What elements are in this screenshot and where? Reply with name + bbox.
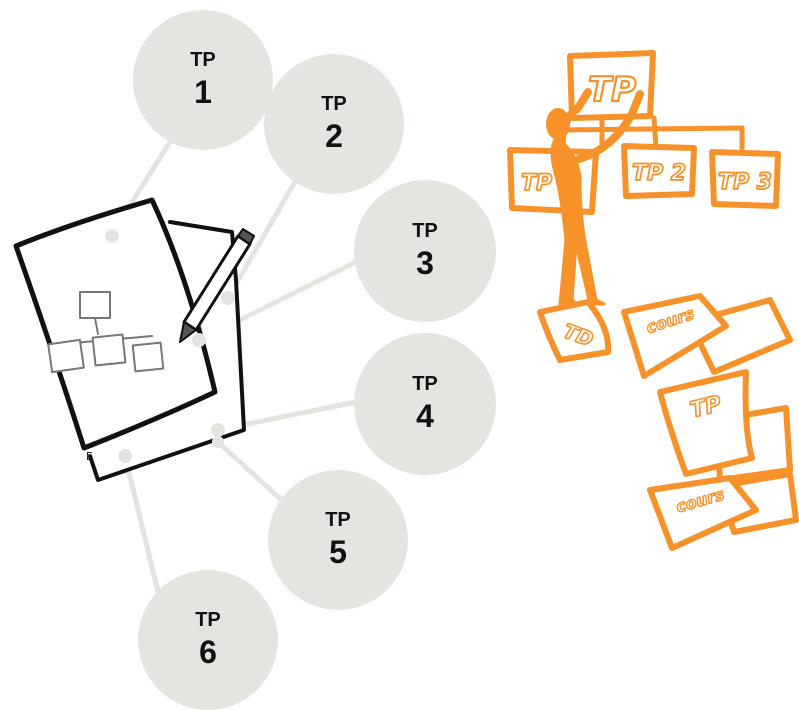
tp-bubble-2: TP 2 — [264, 54, 404, 194]
tp-bubble-3: TP 3 — [354, 180, 496, 322]
connector-tp6 — [125, 456, 160, 600]
sub-board-3: TP 3 — [712, 152, 778, 206]
tp-bubble-prefix: TP — [321, 93, 347, 115]
orange-figure-illustration: TP TP 1 TP 2 TP 3 TD — [510, 53, 796, 548]
paper-tp: TP — [660, 372, 790, 480]
tp-bubble-6: TP 6 — [138, 570, 278, 710]
tp-bubble-4: TP 4 — [354, 333, 496, 475]
tp-bubble-prefix: TP — [412, 373, 438, 395]
tp-bubble-number: 4 — [416, 399, 434, 434]
tp-bubble-prefix: TP — [412, 220, 438, 242]
tp-bubble-number: 6 — [199, 635, 217, 670]
connector-tp5 — [218, 442, 286, 504]
tp-bubble-number: 5 — [329, 535, 347, 570]
sub-board-2-label: TP 2 — [632, 161, 686, 186]
connector-dot — [212, 436, 224, 448]
connector-dot — [105, 229, 119, 243]
tp-bubble-5: TP 5 — [268, 470, 408, 610]
tp-bubble-prefix: TP — [195, 609, 221, 631]
sheet-mark: E — [86, 450, 93, 463]
connector-dot — [118, 449, 132, 463]
tp-bubble-number: 2 — [325, 119, 343, 154]
flow-box — [48, 340, 84, 372]
flow-box — [133, 343, 164, 372]
tp-bubble-number: 1 — [194, 75, 212, 110]
tp-bubble-prefix: TP — [190, 49, 216, 71]
main-board-label: TP — [588, 70, 636, 110]
tp-bubble-number: 3 — [416, 246, 434, 281]
paper-cours-1: cours — [624, 296, 790, 376]
tp-bubble-prefix: TP — [325, 509, 351, 531]
flow-box — [80, 292, 110, 318]
connector-dot — [221, 291, 235, 305]
tp-bubble-1: TP 1 — [133, 10, 273, 150]
flow-box — [93, 335, 126, 366]
paper-td: TD — [540, 302, 608, 360]
connector-dot — [211, 423, 225, 437]
sub-board-3-label: TP 3 — [718, 170, 772, 195]
paper-cours-2: cours — [650, 474, 796, 548]
sub-board-2: TP 2 — [624, 146, 694, 196]
connector-dot — [192, 333, 206, 347]
